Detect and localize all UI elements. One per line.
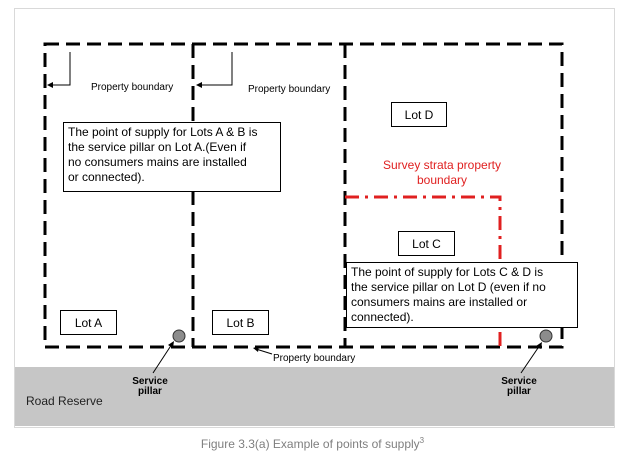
road-reserve-area [15, 367, 614, 426]
pillar-right-arrowhead [536, 342, 542, 349]
pillar-left-pointer [152, 343, 173, 374]
survey-strata-label: Survey strata property boundary [382, 158, 502, 187]
property-boundary-label-1: Property boundary [91, 82, 174, 93]
figure-frame [14, 8, 615, 428]
pillar-right-pointer [520, 344, 541, 374]
figure-caption: Figure 3.3(a) Example of points of suppl… [0, 436, 625, 451]
caption-text: Figure 3.3(a) Example of points of suppl… [200, 437, 420, 451]
arrow-head-bottom [253, 346, 259, 352]
pillar-left-arrowhead [168, 341, 174, 348]
service-pillar-left-icon [172, 329, 186, 343]
arrow-property-boundary-1 [50, 52, 71, 86]
arrow-head-1 [47, 82, 53, 88]
lot-a-label: Lot A [60, 310, 117, 335]
note-lots-c-d: The point of supply for Lots C & D is th… [346, 262, 578, 328]
property-boundary-label-2: Property boundary [248, 84, 331, 95]
lot-b-label: Lot B [212, 310, 269, 335]
road-reserve-label: Road Reserve [26, 394, 103, 408]
service-pillar-left-label: Service pillar [132, 376, 168, 397]
property-boundary-label-bottom: Property boundary [273, 353, 356, 364]
arrow-head-2 [196, 82, 202, 88]
caption-superscript: 3 [419, 436, 425, 445]
arrow-property-boundary-2 [198, 52, 233, 86]
outer-property-boundary [43, 42, 564, 349]
note-lots-a-b: The point of supply for Lots A & B is th… [63, 122, 281, 192]
lot-c-label: Lot C [398, 231, 455, 256]
lot-d-label: Lot D [391, 102, 447, 127]
arrow-property-boundary-bottom [255, 348, 273, 355]
service-pillar-right-label: Service pillar [501, 376, 537, 397]
service-pillar-right-icon [539, 329, 553, 343]
